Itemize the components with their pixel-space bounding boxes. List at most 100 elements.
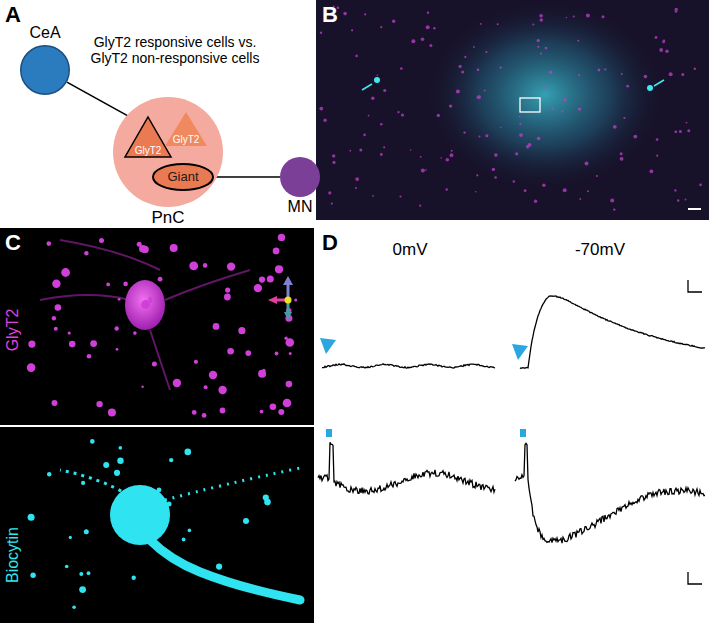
speckle: [363, 134, 366, 137]
speckle: [119, 446, 123, 450]
speckle: [103, 462, 109, 468]
speckle: [238, 327, 245, 334]
panel-title: GlyT2 responsive cells vs. GlyT2 non-res…: [85, 34, 265, 66]
speckle: [169, 458, 173, 462]
speckle: [515, 152, 518, 155]
speckle: [549, 71, 552, 74]
speckle: [99, 238, 104, 243]
speckle: [476, 174, 478, 176]
speckle: [331, 203, 333, 205]
speckle: [243, 518, 249, 524]
speckle: [332, 161, 335, 164]
speckle: [108, 408, 116, 416]
speckle: [674, 130, 677, 133]
region-circle: CeA: [20, 45, 70, 95]
ellipse: [153, 164, 213, 190]
speckle: [267, 276, 274, 283]
speckle: [90, 439, 95, 444]
panel-letter: A: [5, 2, 21, 27]
speckle: [694, 68, 696, 70]
speckle: [328, 191, 331, 194]
speckle: [446, 188, 448, 190]
speckle: [30, 573, 35, 578]
speckle: [528, 143, 532, 147]
speckle: [383, 146, 385, 148]
triangle: [165, 112, 207, 146]
speckle: [294, 299, 297, 302]
speckle: [141, 386, 143, 388]
channel-label: GlyT2: [4, 309, 22, 352]
node-label: GlyT2: [173, 134, 200, 146]
speckle: [456, 90, 460, 94]
speckle: [419, 205, 421, 207]
speckle: [450, 153, 454, 157]
speckle: [577, 40, 579, 42]
speckle: [372, 195, 374, 197]
speckle: [148, 297, 152, 301]
speckle: [106, 283, 110, 287]
speckle: [662, 41, 665, 44]
speckle: [123, 282, 128, 287]
speckle: [633, 135, 637, 139]
speckle: [537, 137, 541, 141]
speckle: [47, 241, 52, 246]
speckle: [152, 362, 157, 367]
ellipse-outline: [280, 157, 320, 197]
speckle: [203, 263, 208, 268]
speckle: [262, 369, 265, 372]
speckle: [604, 68, 606, 70]
speckle: [351, 29, 353, 31]
speckle: [626, 85, 629, 88]
speckle: [681, 73, 684, 76]
speckle: [355, 177, 359, 181]
speckle: [227, 262, 235, 270]
speckle: [139, 245, 147, 253]
speckle: [484, 90, 486, 92]
speckle: [446, 158, 450, 162]
speckle: [383, 89, 386, 92]
speckle: [421, 37, 425, 41]
speckle: [578, 107, 581, 110]
speckle: [573, 16, 575, 18]
speckle: [427, 12, 429, 14]
speckle: [410, 149, 412, 151]
speckle: [84, 251, 88, 255]
speckle: [377, 74, 379, 76]
speckle: [621, 73, 623, 75]
speckle: [475, 191, 477, 193]
speckle: [579, 198, 581, 200]
speckle: [421, 169, 425, 173]
speckle: [283, 399, 292, 408]
speckle: [500, 66, 502, 68]
speckle: [84, 529, 89, 534]
speckle: [380, 123, 383, 126]
speckle: [665, 50, 668, 53]
speckle: [116, 348, 119, 351]
speckle: [492, 168, 495, 171]
speckle: [656, 155, 658, 157]
speckle: [380, 26, 382, 28]
speckle: [620, 152, 623, 155]
speckle: [69, 341, 76, 348]
speckle: [132, 576, 136, 580]
speckle: [69, 536, 72, 539]
speckle: [519, 133, 523, 137]
speckle: [263, 495, 269, 501]
speckle: [534, 200, 537, 203]
speckle: [519, 123, 521, 125]
speckle: [674, 189, 676, 191]
speckle: [55, 304, 62, 311]
speckle: [72, 606, 76, 610]
speckle: [585, 162, 589, 166]
speckle: [623, 117, 625, 119]
speckle: [364, 13, 366, 15]
speckle: [47, 472, 51, 476]
node-label: PnC: [151, 208, 184, 228]
speckle: [270, 403, 277, 410]
speckle: [655, 36, 658, 39]
stimulus-markers: [320, 338, 528, 437]
speckle: [459, 65, 462, 68]
